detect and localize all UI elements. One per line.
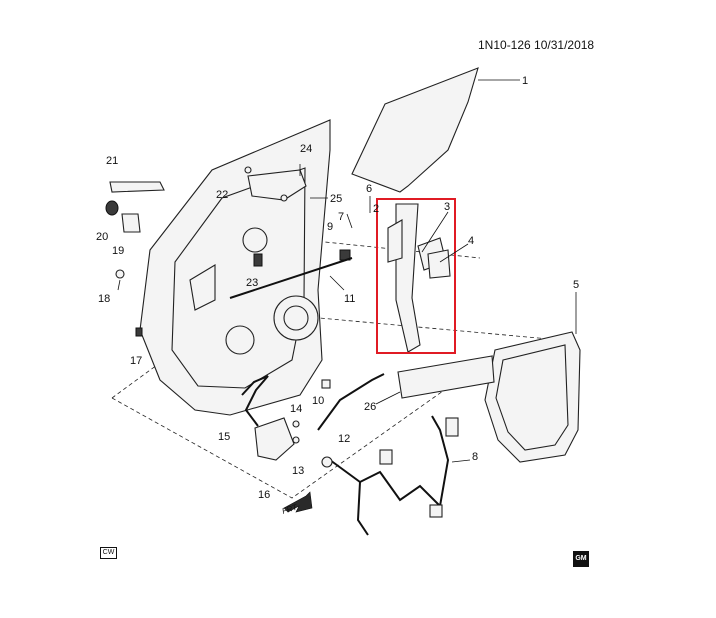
gm-logo: GM xyxy=(573,551,589,567)
callout-18: 18 xyxy=(98,293,110,305)
callout-3: 3 xyxy=(444,201,450,213)
leader-line xyxy=(117,279,121,291)
callout-4: 4 xyxy=(468,235,474,247)
inside-handle-cable xyxy=(241,375,269,427)
callout-11: 11 xyxy=(344,293,355,305)
callout-23: 23 xyxy=(246,277,258,289)
callout-24: 24 xyxy=(300,143,312,155)
plug xyxy=(115,269,125,279)
callout-6: 6 xyxy=(366,183,372,195)
handle-cap xyxy=(105,200,119,216)
callout-12: 12 xyxy=(338,433,350,445)
callout-9: 9 xyxy=(327,221,333,233)
bracket-bolt xyxy=(244,166,252,174)
callout-7: 7 xyxy=(338,211,344,223)
callout-13: 13 xyxy=(292,465,304,477)
cw-badge: CW xyxy=(100,547,117,559)
bumper xyxy=(253,253,263,267)
window-glass xyxy=(351,67,479,193)
callout-21: 21 xyxy=(106,155,118,167)
handle-bracket xyxy=(247,169,307,201)
callout-17: 17 xyxy=(130,355,142,367)
diagram-reference-code: 1N10-126 10/31/2018 xyxy=(478,38,595,52)
bracket-screw xyxy=(280,194,288,202)
callout-2: 2 xyxy=(373,203,379,215)
callout-14: 14 xyxy=(290,403,302,415)
callout-20: 20 xyxy=(96,231,108,243)
reference-line xyxy=(111,351,499,499)
latch-screw xyxy=(292,420,300,428)
leader-line xyxy=(329,275,345,291)
leader-line xyxy=(375,391,401,405)
regulator-motor-unit xyxy=(427,249,451,279)
outside-door-handle xyxy=(109,181,165,193)
callout-26: 26 xyxy=(364,401,376,413)
door-module-inner xyxy=(495,344,569,451)
wiring-harness xyxy=(321,415,459,536)
callout-15: 15 xyxy=(218,431,230,443)
highlight-box xyxy=(376,198,456,354)
cable-end-fitting xyxy=(321,379,331,389)
handle-escutcheon xyxy=(121,213,141,233)
callout-19: 19 xyxy=(112,245,124,257)
lock-rod xyxy=(229,257,353,299)
front-direction-arrow: FRT xyxy=(281,491,313,516)
water-deflector xyxy=(397,355,495,399)
callout-16: 16 xyxy=(258,489,270,501)
callout-8: 8 xyxy=(472,451,478,463)
door-latch xyxy=(254,417,295,461)
outside-handle-cable xyxy=(317,373,385,431)
leader-line xyxy=(451,459,471,463)
callout-1: 1 xyxy=(522,75,528,87)
leader-line xyxy=(421,211,449,253)
callout-10: 10 xyxy=(312,395,324,407)
bolt xyxy=(346,213,353,229)
callout-22: 22 xyxy=(216,189,228,201)
window-regulator xyxy=(387,203,421,353)
callout-25: 25 xyxy=(330,193,342,205)
callout-5: 5 xyxy=(573,279,579,291)
latch-bolt xyxy=(292,436,300,444)
leader-line xyxy=(439,243,469,263)
clip xyxy=(135,327,143,337)
